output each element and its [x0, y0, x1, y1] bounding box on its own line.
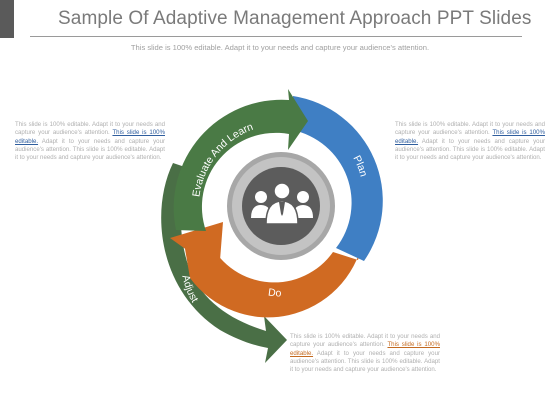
note-bottom-link[interactable]: This slide is 100% editable. — [290, 341, 440, 357]
note-left-link[interactable]: This slide is 100% editable. — [15, 129, 165, 145]
do-arrowhead — [170, 222, 223, 273]
do-label: Do — [267, 286, 281, 299]
note-right-link[interactable]: This slide is 100% editable. — [395, 129, 545, 145]
evaluate-learn-segment — [173, 89, 308, 231]
note-left: This slide is 100% editable. Adapt it to… — [15, 121, 165, 162]
corner-accent — [0, 0, 14, 38]
note-bottom: This slide is 100% editable. Adapt it to… — [290, 333, 440, 374]
page-subtitle: This slide is 100% editable. Adapt it to… — [130, 43, 430, 52]
people-group-icon — [251, 182, 313, 225]
plan-segment — [292, 96, 383, 261]
page-title: Sample Of Adaptive Management Approach P… — [58, 8, 532, 29]
adjust-arrow — [161, 163, 287, 363]
title-divider — [30, 36, 522, 37]
do-segment — [184, 240, 363, 318]
note-right: This slide is 100% editable. Adapt it to… — [395, 121, 545, 162]
svg-text:Do: Do — [267, 286, 281, 299]
